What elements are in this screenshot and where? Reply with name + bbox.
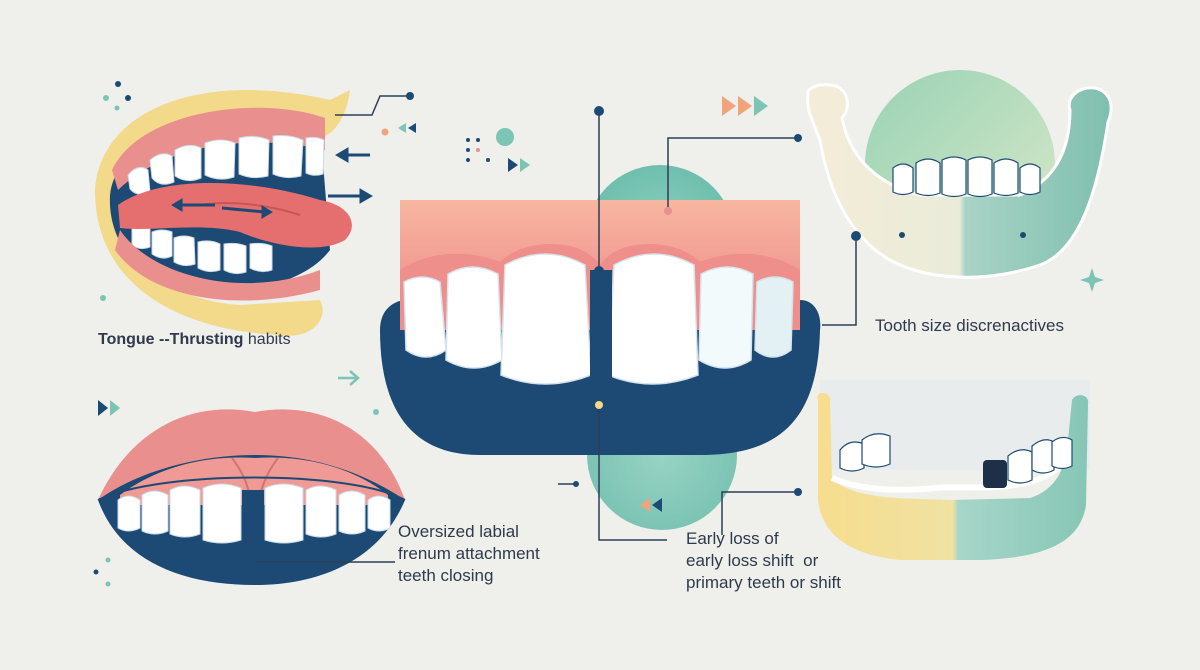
arrow-icon (98, 370, 360, 416)
dot-icon (93, 409, 379, 587)
lips-frenum-icon (97, 409, 406, 585)
front-teeth-gap-icon (380, 165, 821, 530)
arrow-icon (171, 198, 273, 219)
early-loss-label: Early loss of early loss shift or primar… (686, 528, 841, 594)
play-triangle-icon (398, 123, 416, 133)
early-loss-label-line: primary teeth or shift (686, 573, 841, 592)
frenum-label-line: teeth closing (398, 566, 494, 585)
frenum-label-line: frenum attachment (398, 544, 540, 563)
frenum-label: Oversized labial frenum attachment teeth… (398, 521, 540, 587)
play-triangle-icon (508, 96, 768, 172)
dot-icon (466, 128, 514, 162)
dot-icon (100, 81, 389, 301)
tongue-thrust-mouth-icon (95, 90, 352, 336)
tongue-thrusting-title: Tongue --Thrusting (98, 331, 244, 348)
jaw-missing-tooth-icon (817, 380, 1090, 560)
early-loss-label-line: early loss shift or (686, 551, 819, 570)
play-triangle-icon (640, 498, 662, 512)
tongue-thrusting-suffix: habits (243, 331, 291, 348)
lower-jaw-icon (806, 70, 1113, 279)
sparkle-icon (1080, 268, 1104, 292)
early-loss-label-line: Early loss of (686, 529, 779, 548)
tongue-thrusting-label: Tongue --Thrusting habits (98, 329, 291, 351)
arrow-icon (328, 147, 373, 204)
tooth-size-label: Tooth size discrenactives (875, 316, 1064, 335)
frenum-label-line: Oversized labial (398, 522, 519, 541)
